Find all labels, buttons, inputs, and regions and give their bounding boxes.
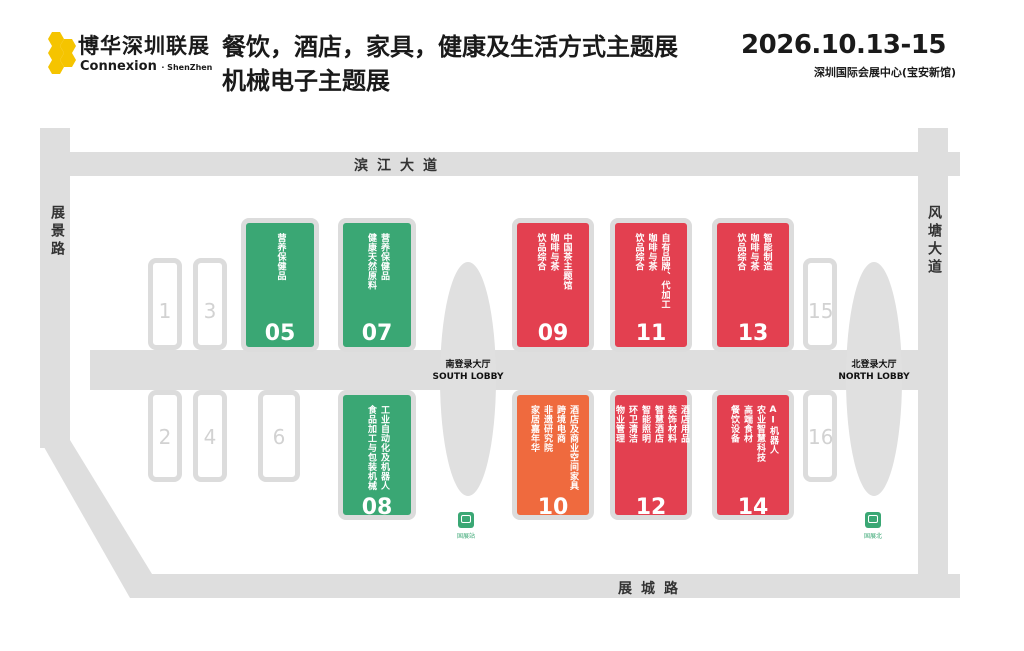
title-line-1: 餐饮，酒店，家具，健康及生活方式主题展 [222,33,678,61]
hall-category: 中国茶主题馆 [561,233,572,290]
hall-number: 16 [808,425,834,449]
hall-12[interactable]: 酒店用品装饰材料智慧酒店智能照明环卫清洁物业管理 12 [610,390,692,520]
hall-14-categories: AI机器人农业智慧科技高端食材餐饮设备 [717,405,789,462]
hall-8-categories: 工业自动化及机器人食品加工与包装机械 [343,405,411,491]
hall-number: 2 [158,425,172,449]
hall-number: 6 [272,425,286,449]
hall-category: 工业自动化及机器人 [379,405,389,491]
hall-5[interactable]: 营养保健品 05 [241,218,319,352]
hall-number: 15 [808,299,834,323]
page-title: 餐饮，酒店，家具，健康及生活方式主题展 机械电子主题展 [222,30,678,98]
hall-11[interactable]: 自有品牌、代加工咖啡与茶饮品综合 11 [610,218,692,352]
hall-category: 咖啡与茶 [748,233,759,271]
north-metro-icon[interactable] [865,512,881,528]
hall-category: 环卫清洁 [627,405,637,443]
north-road-label: 滨江大道 [354,158,446,174]
hall-category: 营养保健品 [379,233,389,281]
hall-number: 05 [264,321,296,346]
hall-category: 装饰材料 [666,405,676,443]
hall-number: 10 [537,495,569,520]
hall-7-categories: 营养保健品健康天然原料 [343,233,411,290]
hall-category: 咖啡与茶 [548,233,559,271]
title-line-2: 机械电子主题展 [222,67,390,95]
hall-category: 营养保健品 [275,233,286,281]
southwest-diagonal-road [40,440,152,598]
hall-category: 农业智慧科技 [755,405,765,462]
hall-2[interactable]: 2 [148,390,182,482]
hall-4[interactable]: 4 [193,390,227,482]
hall-11-categories: 自有品牌、代加工咖啡与茶饮品综合 [615,233,687,309]
hall-number: 14 [737,495,769,520]
hall-category: 物业管理 [614,405,624,443]
hall-number: 07 [361,321,393,346]
south-metro-icon[interactable] [458,512,474,528]
hall-category: 咖啡与茶 [646,233,657,271]
hall-category: 餐饮设备 [729,405,739,443]
hall-category: 高端食材 [742,405,752,443]
hall-category: 智慧酒店 [653,405,663,443]
hall-8[interactable]: 工业自动化及机器人食品加工与包装机械 08 [338,390,416,520]
hall-number: 13 [737,321,769,346]
south-road-label: 展城路 [618,581,687,597]
hexagon-logo-icon [48,32,76,74]
hall-15[interactable]: 15 [803,258,837,350]
hall-category: 智能制造 [761,233,772,271]
hall-13-categories: 智能制造咖啡与茶饮品综合 [717,233,789,271]
hall-category: 饮品综合 [633,233,644,271]
hall-3[interactable]: 3 [193,258,227,350]
hall-category: 非遗研究院 [542,405,552,453]
hall-13[interactable]: 智能制造咖啡与茶饮品综合 13 [712,218,794,352]
hall-10-categories: 酒店及商业空间家具跨境电商非遗研究院家居嘉年华 [517,405,589,491]
logo-cn-text: 博华深圳联展 [78,34,210,58]
west-road [40,128,70,448]
hall-number: 1 [158,299,172,323]
event-venue: 深圳国际会展中心(宝安新馆) [813,66,956,79]
north-metro-label: 国展北 [863,533,882,540]
south-road [130,574,960,598]
north-lobby[interactable] [846,262,902,496]
hall-number: 3 [203,299,217,323]
hall-category: 饮品综合 [735,233,746,271]
logo-en-text: Connexion · ShenZhen [80,59,213,74]
west-entrance-block [90,350,130,390]
northeast-block [940,152,960,176]
central-corridor [90,350,920,390]
hall-number: 4 [203,425,217,449]
south-metro-label: 国展站 [456,533,475,540]
north-road [70,152,960,176]
hall-9[interactable]: 中国茶主题馆咖啡与茶饮品综合 09 [512,218,594,352]
hall-7[interactable]: 营养保健品健康天然原料 07 [338,218,416,352]
hall-category: 健康天然原料 [366,233,376,290]
east-road-label: 风塘大道 [926,205,942,277]
hall-number: 12 [635,495,667,520]
hall-number: 09 [537,321,569,346]
hall-category: AI机器人 [768,405,778,455]
hall-category: 家居嘉年华 [529,405,539,453]
hall-category: 饮品综合 [535,233,546,271]
hall-number: 11 [635,321,667,346]
hall-16[interactable]: 16 [803,390,837,482]
hall-12-categories: 酒店用品装饰材料智慧酒店智能照明环卫清洁物业管理 [614,405,689,443]
hall-5-categories: 营养保健品 [246,233,314,281]
hall-category: 酒店及商业空间家具 [568,405,578,491]
hall-category: 食品加工与包装机械 [366,405,376,491]
hall-9-categories: 中国茶主题馆咖啡与茶饮品综合 [517,233,589,290]
logo: 博华深圳联展 Connexion · ShenZhen [44,30,214,80]
hall-category: 智能照明 [640,405,650,443]
hall-1[interactable]: 1 [148,258,182,350]
event-date: 2026.10.13-15 [741,30,946,60]
hall-6[interactable]: 6 [258,390,300,482]
hall-10[interactable]: 酒店及商业空间家具跨境电商非遗研究院家居嘉年华 10 [512,390,594,520]
east-road [918,128,948,598]
hall-category: 酒店用品 [679,405,689,443]
south-lobby[interactable] [440,262,496,496]
hall-category: 跨境电商 [555,405,565,443]
hall-number: 08 [361,495,393,520]
hall-14[interactable]: AI机器人农业智慧科技高端食材餐饮设备 14 [712,390,794,520]
west-road-label: 展景路 [49,205,65,259]
hall-category: 自有品牌、代加工 [659,233,670,309]
